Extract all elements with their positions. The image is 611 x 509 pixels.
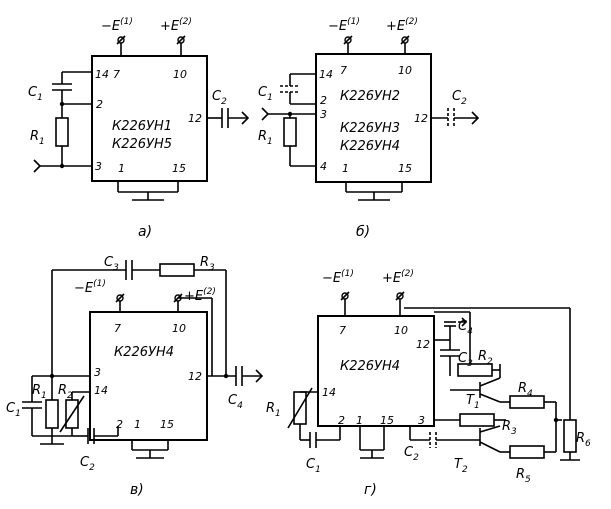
chip-b-label-3: К226УН4 <box>340 139 400 154</box>
chip-a-label-1: К226УН1 <box>112 119 172 134</box>
supply-pos-d: +E(2) <box>382 269 414 286</box>
pin-b-7: 7 <box>340 64 347 77</box>
pin-b-12: 12 <box>414 112 428 125</box>
label-d-c4: C4 <box>458 319 473 337</box>
output-arrow-a <box>241 111 250 125</box>
supply-pos-a: +E(2) <box>160 17 192 34</box>
pin-a-7: 7 <box>113 68 120 81</box>
input-arrow-b <box>261 107 270 121</box>
chip-a-label-2: К226УН5 <box>112 137 172 152</box>
pin-a-15: 15 <box>172 162 186 175</box>
pin-d-1: 1 <box>356 414 363 427</box>
panel-a: −E(1) +E(2) 14 7 10 2 12 3 1 15 К226УН1 … <box>28 17 250 240</box>
pin-a-2: 2 <box>96 98 103 111</box>
pin-c-10: 10 <box>172 322 186 335</box>
chip-b-label-2: К226УН3 <box>340 121 400 136</box>
chip-c-label: К226УН4 <box>114 345 174 360</box>
pin-d-3: 3 <box>418 414 425 427</box>
supply-neg-b: −E(1) <box>328 17 360 34</box>
pin-d-2: 2 <box>338 414 345 427</box>
pin-d-7: 7 <box>339 324 346 337</box>
pin-b-3: 3 <box>320 108 327 121</box>
pin-a-12: 12 <box>188 112 202 125</box>
label-c-c2: C2 <box>80 455 95 473</box>
label-d-r2: R2 <box>478 349 493 367</box>
label-d-r3: R3 <box>502 419 517 437</box>
resistor-d-r5 <box>509 445 545 459</box>
pin-a-1: 1 <box>118 162 125 175</box>
label-d-r1: R1 <box>266 401 281 419</box>
label-a-r1: R1 <box>30 129 45 147</box>
label-b-c2: C2 <box>452 89 467 107</box>
pin-c-14: 14 <box>94 384 108 397</box>
pin-a-10: 10 <box>173 68 187 81</box>
supply-pos-b: +E(2) <box>386 17 418 34</box>
pin-b-10: 10 <box>398 64 412 77</box>
label-b-c1: C1 <box>258 85 273 103</box>
supply-pos-c: +E(2) <box>184 287 216 304</box>
panel-c: C3 R3 −E(1) +E(2) 7 10 К226УН4 3 14 12 2… <box>6 255 264 498</box>
label-a-c2: C2 <box>212 89 227 107</box>
label-b-r1: R1 <box>258 129 273 147</box>
label-d-c2: C2 <box>404 445 419 463</box>
pin-c-7: 7 <box>114 322 121 335</box>
caption-b: б) <box>356 224 370 240</box>
pin-c-3: 3 <box>94 366 101 379</box>
supply-neg-d: −E(1) <box>322 269 354 286</box>
label-c-r2: R2 <box>58 383 73 401</box>
label-d-c3: C3 <box>458 351 473 369</box>
label-d-c1: C1 <box>306 457 321 475</box>
pin-c-1: 1 <box>134 418 141 431</box>
output-arrow-c <box>255 369 264 383</box>
output-arrow-b <box>471 111 480 125</box>
chip-b-label-1: К226УН2 <box>340 89 400 104</box>
input-arrow-a <box>33 159 42 173</box>
pin-b-1: 1 <box>342 162 349 175</box>
label-a-c1: C1 <box>28 85 43 103</box>
pin-c-15: 15 <box>160 418 174 431</box>
resistor-a-r1 <box>55 117 69 147</box>
resistor-d-r6 <box>563 419 577 453</box>
panel-b: −E(1) +E(2) 14 7 10 2 3 12 4 1 15 К226УН… <box>258 17 480 240</box>
resistor-b-r1 <box>283 117 297 147</box>
chip-d-label: К226УН4 <box>340 359 400 374</box>
pin-c-2: 2 <box>116 418 123 431</box>
label-c-c3: C3 <box>104 255 119 273</box>
pin-b-2: 2 <box>320 94 327 107</box>
pin-b-15: 15 <box>398 162 412 175</box>
label-c-c1: C1 <box>6 401 21 419</box>
resistor-c-r1 <box>45 399 59 429</box>
pin-d-15: 15 <box>380 414 394 427</box>
resistor-c-r3 <box>159 263 195 277</box>
label-c-c4: C4 <box>228 393 243 411</box>
supply-neg-c: −E(1) <box>74 279 106 296</box>
pin-b-4: 4 <box>320 160 327 173</box>
caption-c: в) <box>130 482 144 498</box>
pin-d-14: 14 <box>322 386 336 399</box>
panel-d: −E(1) +E(2) 7 10 12 К226УН4 14 2 1 15 3 … <box>266 269 591 498</box>
pin-c-12: 12 <box>188 370 202 383</box>
label-d-r5: R5 <box>516 467 531 485</box>
caption-a: а) <box>138 224 152 240</box>
label-d-r4: R4 <box>518 381 533 399</box>
label-d-t1: T1 <box>466 393 480 411</box>
pin-d-10: 10 <box>394 324 408 337</box>
label-c-r1: R1 <box>32 383 47 401</box>
chip-d <box>317 315 435 427</box>
supply-neg-a: −E(1) <box>101 17 133 34</box>
label-c-r3: R3 <box>200 255 215 273</box>
label-d-r6: R6 <box>576 431 591 449</box>
pin-d-12: 12 <box>416 338 430 351</box>
label-d-t2: T2 <box>454 457 468 475</box>
resistor-d-r3 <box>459 413 495 427</box>
caption-d: г) <box>364 482 377 498</box>
pin-a-3: 3 <box>95 160 102 173</box>
pin-a-14: 14 <box>95 68 109 81</box>
pin-b-14: 14 <box>319 68 333 81</box>
